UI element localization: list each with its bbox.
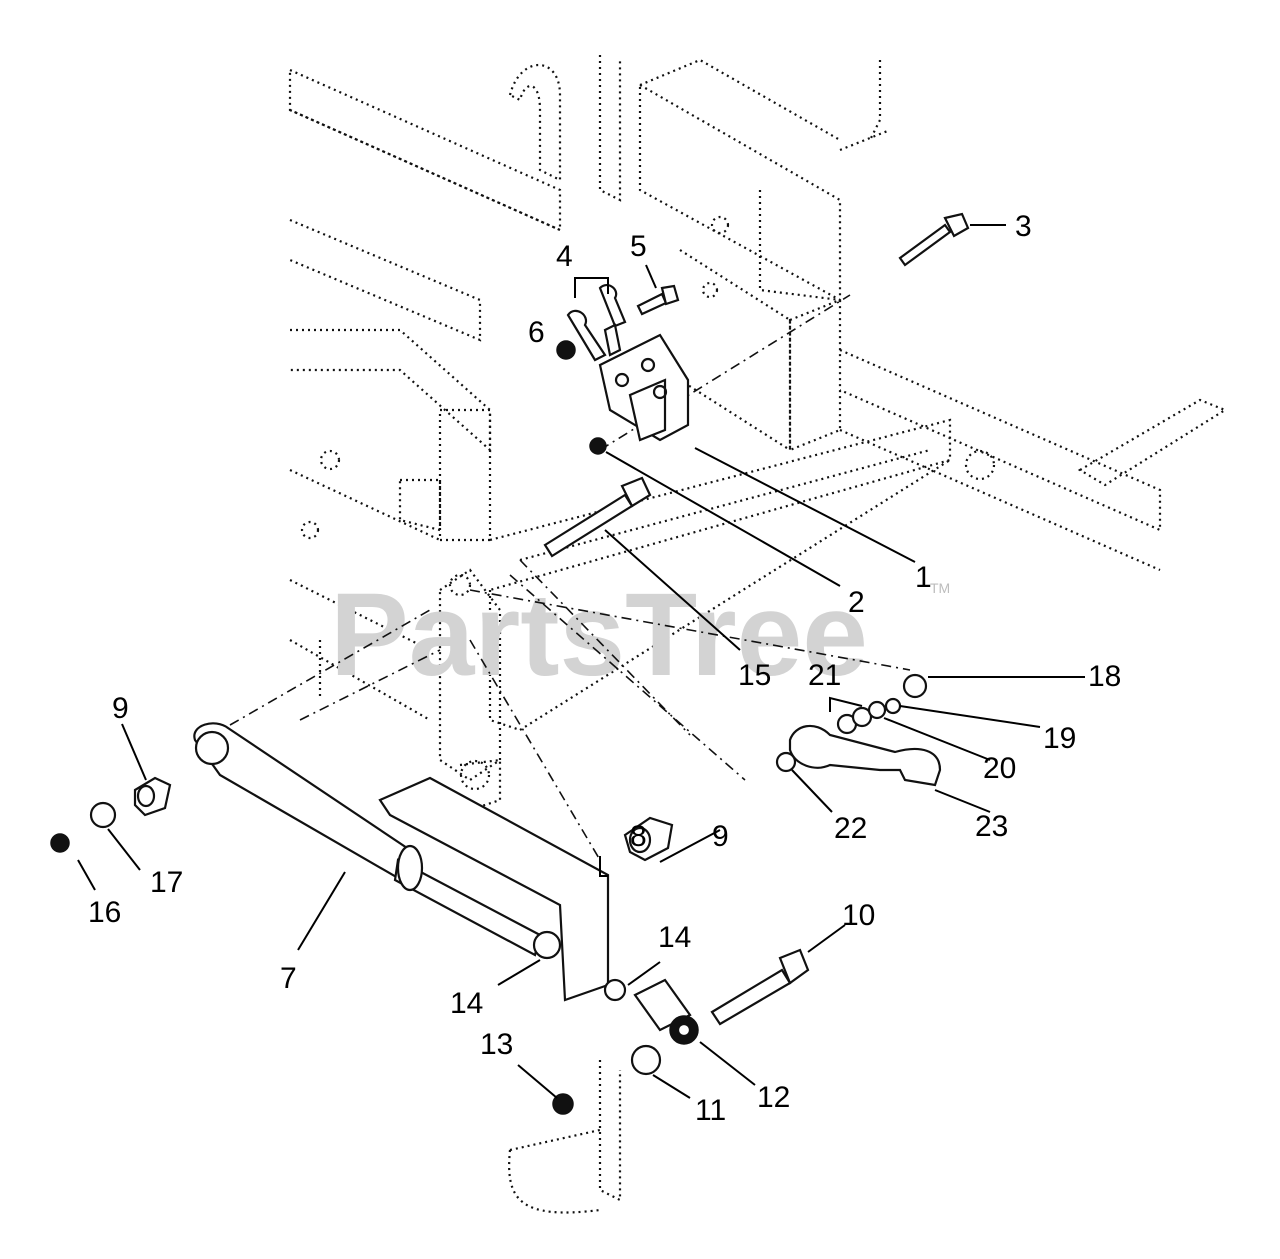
leader-lines — [77, 224, 1085, 1099]
callout-5: 5 — [630, 230, 647, 263]
callout-9-left: 9 — [112, 692, 129, 725]
callout-10: 10 — [842, 899, 875, 932]
callout-4: 4 — [556, 240, 573, 273]
part-16-nut — [50, 833, 70, 853]
callout-14-right: 14 — [658, 921, 691, 954]
part-7-hydraulic-cylinder — [193, 722, 562, 960]
callout-12: 12 — [757, 1081, 790, 1114]
callout-23: 23 — [975, 810, 1008, 843]
callout-19: 19 — [1043, 722, 1076, 755]
part-9-spacer-right — [623, 816, 674, 862]
part-valve-assembly — [598, 323, 690, 442]
callout-20: 20 — [983, 752, 1016, 785]
watermark-trademark: TM — [930, 580, 950, 596]
part-5-bolt — [636, 284, 680, 316]
callout-18: 18 — [1088, 660, 1121, 693]
part-6-nut — [556, 340, 576, 360]
part-12-rod-end — [633, 978, 699, 1045]
tractor-frame — [288, 55, 1228, 1214]
callout-8: 8 — [630, 820, 647, 853]
callout-13: 13 — [480, 1028, 513, 1061]
part-19-spacer — [884, 697, 902, 715]
part-17-washer — [89, 801, 117, 829]
callout-6: 6 — [528, 316, 545, 349]
part-10-bolt — [710, 948, 810, 1026]
part-3-bolt — [898, 212, 970, 267]
callout-14-left: 14 — [450, 987, 483, 1020]
part-22-washer — [775, 751, 797, 773]
part-2-nut — [589, 437, 607, 455]
callout-22: 22 — [834, 812, 867, 845]
part-14-nut — [603, 978, 627, 1002]
part-13-nut — [552, 1093, 574, 1115]
callout-labels: 1 2 3 4 5 6 7 8 9 9 10 11 12 13 14 14 15… — [88, 210, 1121, 1127]
callout-1: 1 — [915, 561, 932, 594]
part-21-washers — [836, 700, 887, 735]
watermark-text: PartsTree — [330, 569, 868, 701]
callout-16: 16 — [88, 896, 121, 929]
callout-11: 11 — [695, 1094, 726, 1127]
part-23-lever — [788, 724, 942, 787]
callout-7: 7 — [280, 962, 297, 995]
callout-2: 2 — [848, 586, 865, 619]
callout-17: 17 — [150, 866, 183, 899]
callout-3: 3 — [1015, 210, 1032, 243]
part-8-bracket — [378, 776, 610, 1002]
callout-15: 15 — [738, 659, 771, 692]
part-18-washer — [902, 673, 928, 699]
callout-21: 21 — [808, 659, 841, 692]
part-4-links — [566, 283, 627, 362]
part-15-bolt — [543, 476, 652, 558]
part-9-spacer-left — [133, 776, 172, 817]
callout-9-right: 9 — [712, 820, 729, 853]
part-11-washer — [630, 1044, 662, 1076]
